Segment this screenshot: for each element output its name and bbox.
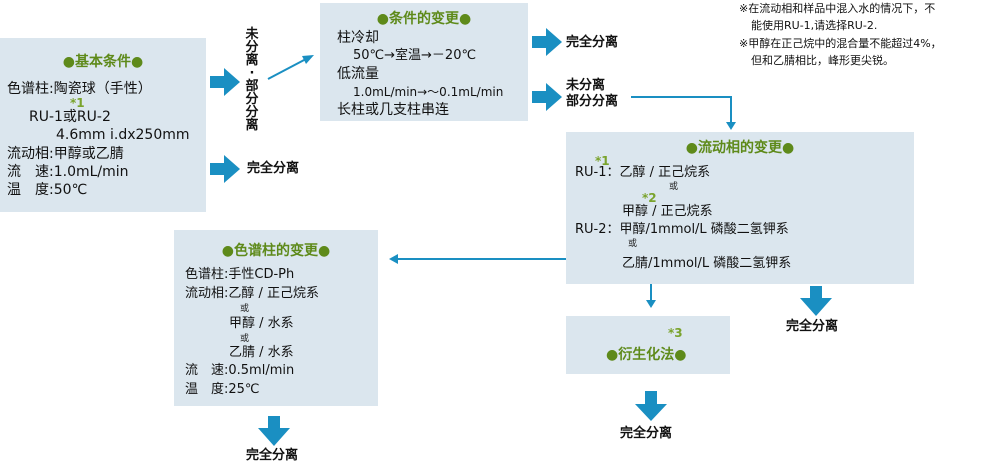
basic-conditions-title: ●基本条件●: [62, 54, 144, 70]
footnote-marker-1b: *1: [595, 154, 610, 168]
vchar: 部: [245, 79, 259, 94]
basic-complete-separation: 完全分离: [247, 161, 300, 176]
vertical-unseparated-label: 未 分 离 · 部 分 分 离: [244, 28, 260, 132]
derivatization-title: ●衍生化法●: [606, 347, 687, 363]
arrowhead-to-conditions: [302, 55, 314, 64]
column-mobile-ethanol-hexane: 流动相:乙醇 / 正己烷系: [185, 286, 320, 301]
basic-flow-rate: 流 速:1.0mL/min: [7, 164, 129, 180]
footnote-marker-3: *3: [668, 326, 683, 340]
vchar: 分: [245, 92, 259, 107]
basic-ru: RU-1或RU-2: [29, 109, 111, 125]
mobile-phase-change-title: ●流动相的变更●: [685, 140, 795, 156]
column-chiral-cd-ph: 色谱柱:手性CD-Ph: [185, 267, 295, 282]
mobile-ru1: RU-1：乙醇 / 正己烷系: [575, 165, 711, 180]
note-2-line-2: 但和乙腈相比，峰形更尖锐。: [751, 54, 894, 67]
cond-temperature-range: 50℃→室温→－20℃: [353, 48, 477, 63]
column-flow-rate: 流 速:0.5ml/min: [185, 363, 295, 378]
basic-mobile-phase: 流动相:甲醇或乙腈: [7, 146, 124, 162]
arrow-cond-to-complete: [532, 28, 562, 56]
column-or-2: 或: [240, 334, 250, 344]
cond-low-flow: 低流量: [337, 66, 379, 82]
column-temperature: 温 度:25℃: [185, 382, 260, 397]
vchar: 离: [245, 53, 259, 68]
derivatization-box: *3 ●衍生化法●: [566, 316, 730, 374]
cond-column-cooling: 柱冷却: [337, 30, 379, 46]
note-1-line-1: ※在流动相和样品中混入水的情况下，不: [739, 2, 936, 15]
vchar: ·: [249, 66, 255, 81]
basic-column: 色谱柱:陶瓷球（手性）: [7, 81, 152, 97]
arrowhead-to-column: [389, 254, 398, 264]
vchar: 分: [245, 40, 259, 55]
cond-partial-separation: 部分分离: [566, 94, 619, 109]
vchar: 离: [245, 118, 259, 133]
cond-flow-range: 1.0mL/min→～0.1mL/min: [353, 85, 504, 99]
column-methanol-water: 甲醇 / 水系: [229, 316, 294, 331]
basic-temperature: 温 度:50℃: [7, 182, 88, 198]
column-complete-separation: 完全分离: [246, 448, 299, 463]
column-acetonitrile-water: 乙腈 / 水系: [229, 345, 294, 360]
line-to-mobile: [631, 96, 732, 124]
mobile-or-2: 或: [628, 239, 638, 249]
mobile-complete-separation: 完全分离: [786, 319, 839, 334]
basic-dimension: 4.6mm i.dx250mm: [56, 127, 190, 143]
cond-long-column: 长柱或几支柱串连: [337, 102, 449, 118]
mobile-methanol-hexane: 甲醇 / 正己烷系: [622, 204, 713, 219]
arrowhead-to-deriv: [646, 300, 656, 308]
deriv-complete-separation: 完全分离: [620, 426, 673, 441]
column-or-1: 或: [240, 304, 250, 314]
arrow-column-down: [258, 416, 290, 446]
mobile-or-1: 或: [669, 182, 679, 192]
arrow-basic-to-unseparated: [210, 68, 240, 96]
note-2-line-1: ※甲醇在正己烷中的混合量不能超过4%，: [739, 37, 942, 50]
condition-change-box: ●条件的变更● 柱冷却 50℃→室温→－20℃ 低流量 1.0mL/min→～0…: [320, 3, 528, 121]
column-change-title: ●色谱柱的变更●: [221, 243, 331, 259]
column-change-box: ●色谱柱的变更● 色谱柱:手性CD-Ph 流动相:乙醇 / 正己烷系 或 甲醇 …: [174, 230, 378, 406]
arrow-cond-to-unseparated: [532, 83, 562, 111]
footnote-marker-1: *1: [70, 96, 85, 110]
line-to-conditions: [267, 58, 307, 80]
basic-conditions-box: ●基本条件● 色谱柱:陶瓷球（手性） *1 RU-1或RU-2 4.6mm i.…: [0, 38, 206, 212]
arrow-mobile-down: [800, 286, 832, 316]
arrow-deriv-down: [635, 391, 667, 421]
cond-complete-separation: 完全分离: [566, 35, 619, 50]
arrow-basic-to-complete: [210, 155, 240, 183]
mobile-acetonitrile-phosphate: 乙腈/1mmol/L 磷酸二氢钾系: [622, 256, 792, 271]
cond-unseparated: 未分离: [566, 78, 606, 93]
note-1-line-2: 能使用RU-1,请选择RU-2.: [751, 19, 878, 32]
footnote-marker-2: *2: [642, 191, 657, 205]
vchar: 分: [245, 105, 259, 120]
mobile-ru2: RU-2：甲醇/1mmol/L 磷酸二氢钾系: [575, 222, 789, 237]
arrowhead-to-mobile: [726, 122, 736, 130]
vchar: 未: [245, 27, 259, 42]
mobile-phase-change-box: ●流动相的变更● *1 RU-1：乙醇 / 正己烷系 或 *2 甲醇 / 正己烷…: [566, 132, 914, 284]
condition-change-title: ●条件的变更●: [376, 11, 472, 27]
